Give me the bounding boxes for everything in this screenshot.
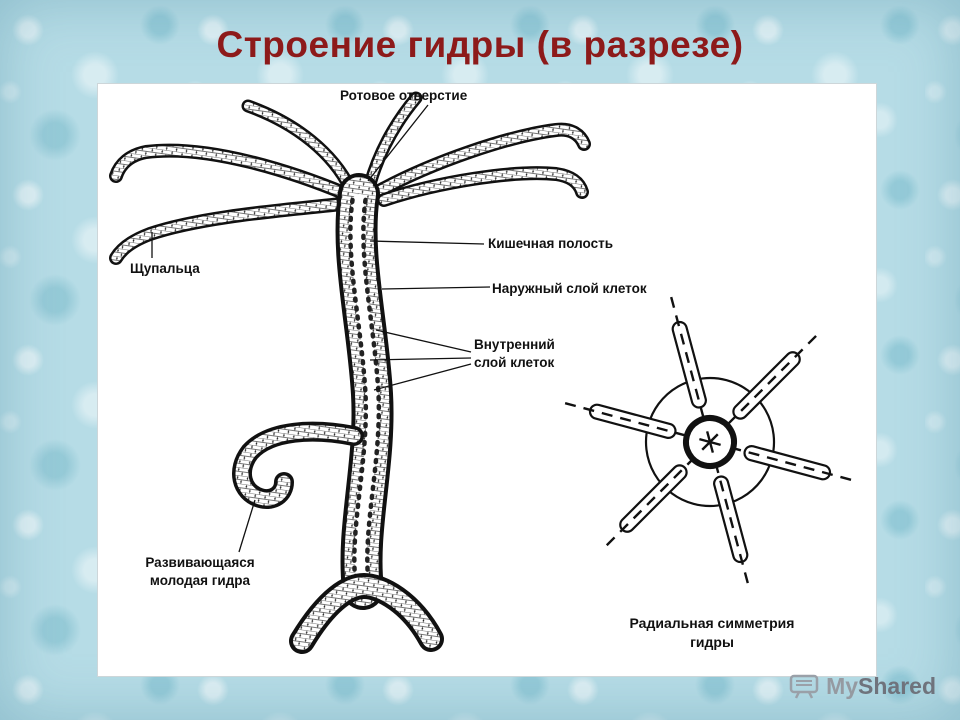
basal-foot [289, 572, 444, 654]
page-title: Строение гидры (в разрезе) [216, 24, 744, 65]
watermark-text: MyShared [826, 673, 936, 700]
presentation-board-icon [789, 674, 819, 699]
label-radial-symmetry: Радиальная симметрия гидры [629, 615, 795, 650]
watermark-suffix: Shared [858, 673, 936, 699]
watermark-prefix: My [826, 673, 859, 699]
label-tentacles: Щупальца [130, 261, 200, 276]
diagram-panel: Ротовое отверстие Щупальца Кишечная поло… [98, 84, 876, 676]
label-mouth-opening: Ротовое отверстие [340, 88, 468, 103]
pointer-lines [151, 104, 491, 553]
hydra-diagram [109, 91, 856, 654]
label-outer-cell-layer: Наружный слой клеток [492, 281, 647, 296]
label-gut-cavity: Кишечная полость [488, 236, 614, 251]
hydra-figure [109, 91, 591, 654]
label-developing-bud: Развивающаяся молодая гидра [145, 555, 255, 589]
watermark: MyShared [789, 673, 936, 700]
body-column [335, 173, 394, 610]
radial-symmetry-figure [564, 296, 856, 588]
tentacles [109, 91, 591, 265]
label-inner-cell-layer: Внутренний слой клеток [474, 337, 555, 371]
developing-bud [232, 421, 364, 509]
